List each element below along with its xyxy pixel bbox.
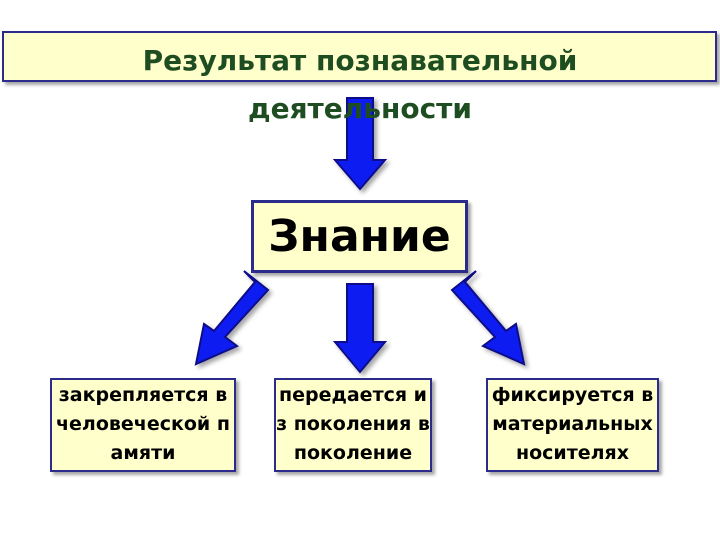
arrow-title-to-knowledge	[332, 97, 388, 191]
arrow-knowledge-to-left	[194, 270, 270, 366]
branch-label-memory: закрепляется в человеческой памяти	[55, 384, 230, 464]
diagram-title: Результат познавательной деятельности	[142, 44, 578, 125]
branch-box-media	[486, 378, 659, 472]
branch-box-memory	[50, 378, 236, 472]
arrow-knowledge-to-right	[450, 270, 526, 366]
branch-label-generations: передается из поколения в поколение	[276, 384, 430, 464]
branch-box-generations	[274, 378, 432, 472]
branch-label-media: фиксируется в материальных носителях	[491, 384, 654, 464]
arrow-knowledge-to-middle	[332, 283, 388, 374]
knowledge-label: Знание	[268, 210, 451, 262]
knowledge-box: Знание	[251, 200, 468, 273]
title-box	[2, 31, 717, 82]
